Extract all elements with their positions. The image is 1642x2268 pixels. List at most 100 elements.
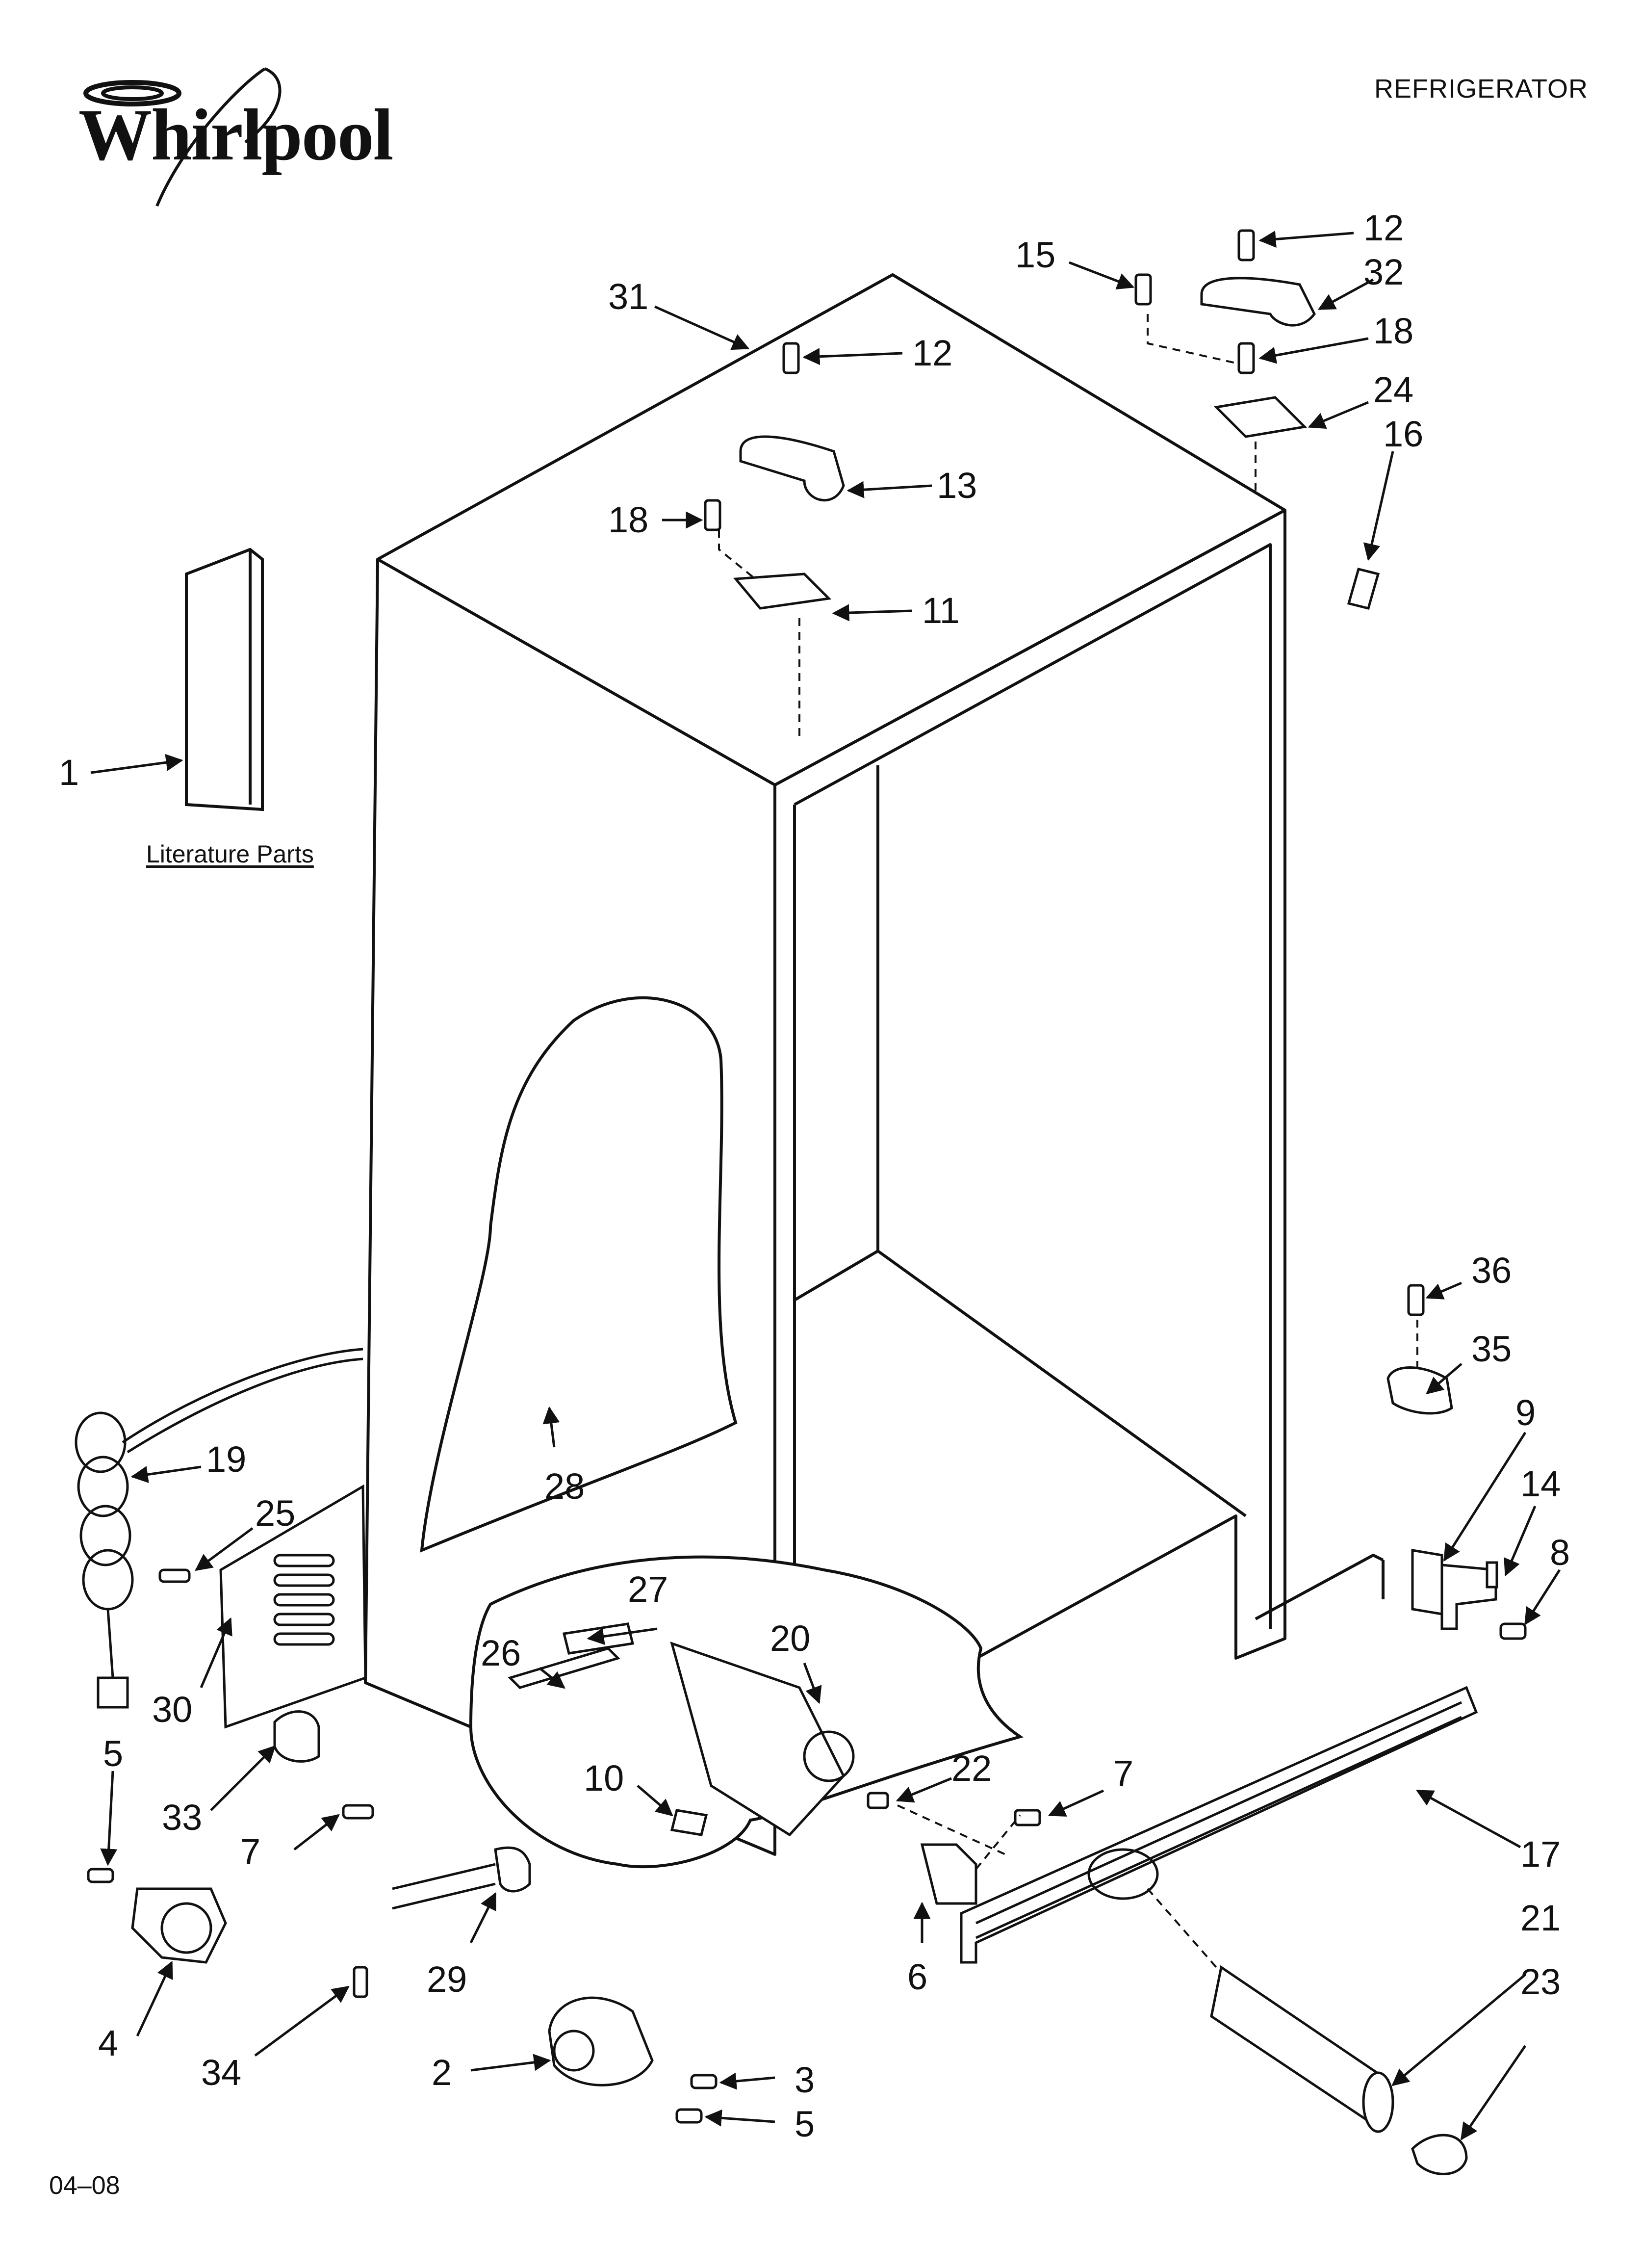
callout-11: 11: [922, 590, 960, 631]
leader-31: [654, 305, 750, 350]
callout-12-left: 12: [912, 333, 952, 373]
leader-20: [803, 1663, 822, 1704]
callout-28: 28: [544, 1466, 585, 1507]
part-34-screw: [353, 1966, 368, 1998]
part-22-screw: [867, 1792, 889, 1809]
part-23-filter-cap: [1411, 2134, 1468, 2175]
part-21-water-filter: [1210, 1965, 1389, 2126]
cabinet-front-frame: [774, 509, 1286, 1768]
callout-19: 19: [206, 1439, 246, 1480]
callout-31: 31: [608, 276, 648, 317]
leader-12-right: [1258, 231, 1354, 248]
literature-parts-caption: Literature Parts: [146, 840, 314, 868]
part-4-roller: [131, 1887, 227, 1964]
cabinet-front-inner: [794, 543, 1272, 1629]
callout-29: 29: [427, 1959, 467, 2000]
leader-19: [130, 1465, 202, 1483]
leader-23: [1460, 2045, 1527, 2140]
leader-9: [1443, 1432, 1527, 1562]
leader-8: [1524, 1569, 1561, 1625]
callout-21: 21: [1520, 1898, 1561, 1938]
part-17-grille-front: [960, 1686, 1478, 1964]
callout-5-right: 5: [795, 2104, 815, 2144]
callout-34: 34: [201, 2052, 241, 2093]
part-25-screw: [158, 1568, 191, 1583]
part-36-screw: [1407, 1284, 1425, 1316]
leader-21: [1391, 1974, 1526, 2086]
callout-14: 14: [1520, 1463, 1561, 1504]
leader-7-right: [1048, 1789, 1104, 1817]
callout-8: 8: [1550, 1532, 1570, 1573]
part-9-plate: [1411, 1549, 1443, 1616]
leader-15: [1069, 261, 1135, 290]
part-10-clip: [670, 1809, 708, 1836]
callout-numbers: 31 12 13 18 11 15 12 32 18 24 16 1 36 35…: [59, 208, 1570, 2144]
part-8-screw: [1499, 1622, 1527, 1640]
dashed-guides: [718, 314, 1418, 1968]
leader-29: [469, 1892, 497, 1944]
part-15-screw: [1134, 273, 1152, 306]
part-12-screw-right: [1237, 229, 1255, 261]
leader-22: [896, 1777, 952, 1803]
callout-20: 20: [770, 1618, 810, 1659]
leader-14: [1504, 1506, 1537, 1577]
callout-32: 32: [1363, 252, 1404, 292]
leader-2: [470, 2054, 551, 2072]
leader-33: [210, 1745, 276, 1811]
brand-swirl-icon: [83, 67, 282, 207]
part-1-literature: [185, 547, 264, 811]
part-2-roller-bracket: [548, 1996, 654, 2086]
part-3-screw: [690, 2074, 718, 2089]
cutaway-upper: [420, 996, 738, 1553]
leader-36: [1425, 1281, 1462, 1300]
leader-lines: [90, 231, 1561, 2140]
leader-7-left: [293, 1814, 340, 1851]
leader-3: [719, 2072, 775, 2090]
part-13-hinge-cover-left: [739, 435, 845, 501]
callout-13: 13: [937, 465, 977, 506]
callout-23: 23: [1520, 1961, 1561, 2002]
callout-22: 22: [951, 1748, 992, 1789]
leader-1: [90, 754, 183, 774]
callout-3: 3: [795, 2059, 815, 2100]
callout-15: 15: [1015, 235, 1055, 275]
leader-28: [542, 1406, 560, 1448]
leader-30: [200, 1617, 232, 1688]
leader-13: [847, 481, 932, 498]
part-14-pin: [1486, 1561, 1498, 1589]
callout-36: 36: [1471, 1250, 1512, 1291]
leader-34: [254, 1985, 350, 2057]
part-11-hinge-left: [733, 573, 832, 610]
callout-25: 25: [255, 1493, 295, 1534]
callout-6: 6: [907, 1956, 927, 1997]
part-29-drain-tube: [494, 1846, 531, 1893]
leader-17: [1415, 1789, 1521, 1849]
lower-parts: [87, 1568, 1478, 2175]
leader-24: [1308, 401, 1369, 429]
cabinet-inner-floor: [794, 1250, 1247, 1517]
leader-12-left: [802, 348, 903, 365]
callout-26: 26: [481, 1633, 521, 1673]
callout-9: 9: [1515, 1392, 1536, 1433]
callout-27: 27: [628, 1569, 668, 1610]
callout-18-right: 18: [1373, 311, 1413, 351]
callout-18-left: 18: [608, 499, 648, 540]
part-20-housing: [670, 1642, 846, 1837]
page-title: REFRIGERATOR: [1374, 74, 1588, 104]
part-19-cord-plug: [97, 1676, 129, 1709]
part-30-grille: [219, 1484, 367, 1729]
callout-16: 16: [1383, 414, 1423, 454]
part-6-bracket: [920, 1843, 977, 1905]
callout-35: 35: [1471, 1329, 1512, 1369]
callout-12-right: 12: [1363, 208, 1404, 248]
leader-32: [1317, 278, 1374, 311]
leader-5-right: [704, 2109, 775, 2127]
callout-7-right: 7: [1113, 1753, 1133, 1794]
part-12-screw-left: [782, 342, 800, 374]
part-5-screw-left: [87, 1868, 114, 1883]
callout-24: 24: [1373, 369, 1413, 410]
callout-5-left: 5: [103, 1733, 123, 1774]
leader-25: [195, 1527, 254, 1571]
hinge-parts-top: [704, 229, 1380, 610]
